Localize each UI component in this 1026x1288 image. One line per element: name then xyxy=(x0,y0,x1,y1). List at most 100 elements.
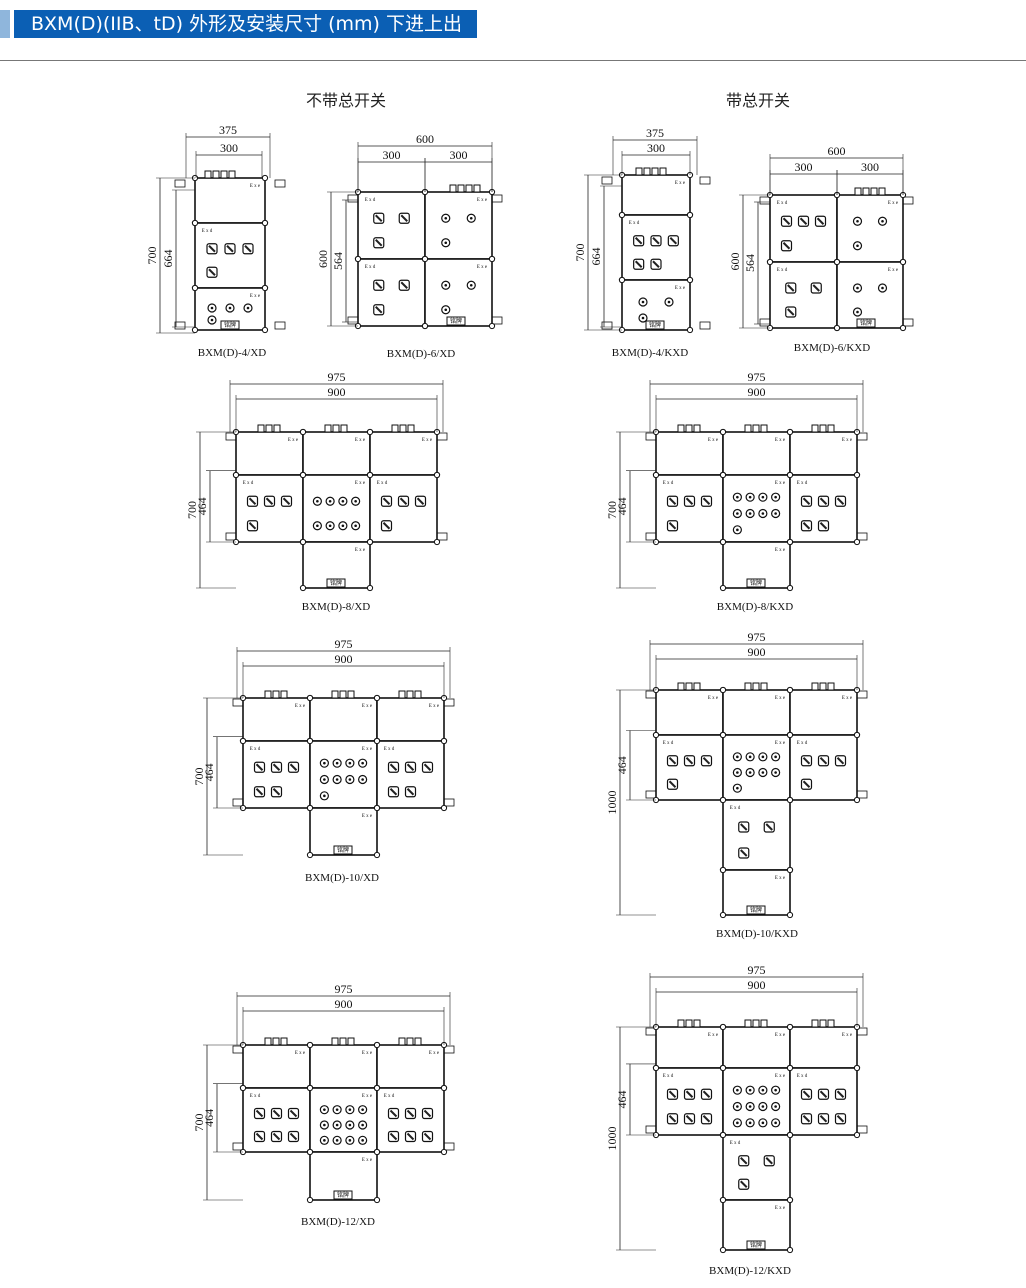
ex-marking: E x d xyxy=(629,221,640,226)
ex-marking: E x d xyxy=(365,198,376,203)
bolt-icon xyxy=(786,1131,794,1139)
nameplate-text: 铭牌 xyxy=(337,1191,349,1199)
mounting-lug xyxy=(232,798,244,807)
ex-marking: E x e xyxy=(362,814,373,819)
cable-gland-icon xyxy=(635,167,643,176)
height-dimension: 700 xyxy=(185,501,199,519)
cable-gland-icon xyxy=(693,1019,701,1028)
mounting-lug xyxy=(274,179,286,188)
nameplate-text: 铭牌 xyxy=(750,1241,762,1249)
cable-gland-icon xyxy=(819,424,827,433)
cable-gland-icon xyxy=(273,424,281,433)
bolt-icon xyxy=(239,1084,247,1092)
ex-marking: E x e xyxy=(422,438,433,443)
bolt-icon xyxy=(618,211,626,219)
bolt-icon xyxy=(853,1064,861,1072)
bolt-icon xyxy=(719,911,727,919)
bolt-icon xyxy=(354,255,362,263)
bolt-icon xyxy=(366,471,374,479)
mounting-lug xyxy=(232,1142,244,1151)
cable-gland-icon xyxy=(272,1037,280,1046)
ex-marking: E x e xyxy=(477,198,488,203)
bolt-icon xyxy=(786,686,794,694)
nameplate xyxy=(333,1190,353,1200)
enclosure-panel xyxy=(302,474,371,543)
ex-marking: E x d xyxy=(365,265,376,270)
nameplate xyxy=(746,1240,766,1250)
bolt-icon xyxy=(786,1023,794,1031)
ex-marking: E x e xyxy=(708,1033,719,1038)
bolt-icon xyxy=(786,538,794,546)
bolt-icon xyxy=(306,1084,314,1092)
height-dimension: 464 xyxy=(615,756,629,774)
ex-marking: E x e xyxy=(775,481,786,486)
bolt-icon xyxy=(786,428,794,436)
mounting-lug xyxy=(491,194,503,203)
bolt-icon xyxy=(786,911,794,919)
diagram-label: BXM(D)-6/XD xyxy=(387,348,455,360)
ex-marking: E x e xyxy=(775,696,786,701)
nameplate-text: 铭牌 xyxy=(330,579,342,587)
height-dimension: 700 xyxy=(573,244,587,262)
ex-marking: E x e xyxy=(355,548,366,553)
ex-marking: E x d xyxy=(243,481,254,486)
cable-gland-icon xyxy=(760,424,768,433)
cable-gland-icon xyxy=(347,690,355,699)
mounting-lug xyxy=(347,194,359,203)
bolt-icon xyxy=(686,211,694,219)
width-dimension: 600 xyxy=(828,144,846,158)
cable-gland-icon xyxy=(685,682,693,691)
cable-gland-icon xyxy=(752,1019,760,1028)
nameplate-text: 铭牌 xyxy=(750,579,762,587)
ex-marking: E x e xyxy=(775,741,786,746)
section-title-with-main-switch: 带总开关 xyxy=(726,91,791,110)
cable-gland-icon xyxy=(752,424,760,433)
bolt-icon xyxy=(299,428,307,436)
cable-gland-icon xyxy=(280,690,288,699)
diagram-label: BXM(D)-12/XD xyxy=(301,1216,375,1228)
enclosure-panel xyxy=(769,261,838,329)
nameplate-text: 铭牌 xyxy=(860,319,872,327)
enclosure-panel xyxy=(235,474,304,543)
height-dimension: 564 xyxy=(331,252,345,270)
enclosure-panel xyxy=(424,258,493,327)
height-dimension: 464 xyxy=(202,1109,216,1127)
width-dimension: 975 xyxy=(748,630,766,644)
width-dimension: 975 xyxy=(335,982,353,996)
cable-gland-icon xyxy=(811,1019,819,1028)
cable-gland-icon xyxy=(643,167,651,176)
diagram-label: BXM(D)-6/KXD xyxy=(794,342,870,354)
mounting-lug xyxy=(856,790,868,799)
ex-marking: E x e xyxy=(362,1051,373,1056)
cable-gland-icon xyxy=(811,424,819,433)
width-dimension: 600 xyxy=(416,132,434,146)
mounting-lug xyxy=(645,790,657,799)
ex-marking: E x d xyxy=(202,229,213,234)
enclosure-panel xyxy=(357,191,426,260)
mounting-lug xyxy=(759,318,771,327)
cable-gland-icon xyxy=(744,1019,752,1028)
ex-marking: E x e xyxy=(675,181,686,186)
bolt-icon xyxy=(191,326,199,334)
ex-marking: E x e xyxy=(775,1033,786,1038)
nameplate xyxy=(746,578,766,588)
bolt-icon xyxy=(719,1131,727,1139)
nameplate xyxy=(645,320,665,330)
enclosure-panel xyxy=(769,194,838,263)
bolt-icon xyxy=(853,471,861,479)
bolt-icon xyxy=(433,538,441,546)
mounting-lug xyxy=(491,316,503,325)
ex-marking: E x d xyxy=(777,201,788,206)
bolt-icon xyxy=(239,737,247,745)
ex-marking: E x e xyxy=(708,438,719,443)
section-title-without-main-switch: 不带总开关 xyxy=(306,91,387,110)
bolt-icon xyxy=(853,796,861,804)
cable-gland-icon xyxy=(677,424,685,433)
bolt-icon xyxy=(719,1196,727,1204)
mounting-lug xyxy=(902,318,914,327)
bolt-icon xyxy=(261,284,269,292)
ex-marking: E x d xyxy=(797,741,808,746)
bolt-icon xyxy=(373,804,381,812)
